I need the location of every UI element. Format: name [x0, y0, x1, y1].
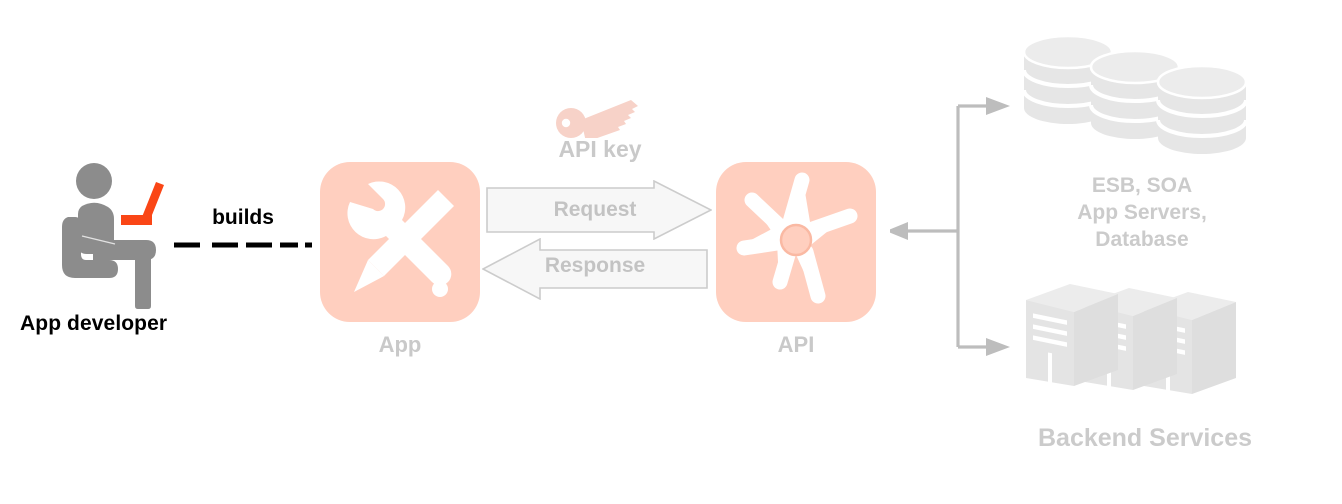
backend-systems-line-2: App Servers, — [1077, 201, 1207, 224]
wrench-and-pencil-icon — [347, 181, 454, 297]
dashed-line-icon — [174, 242, 312, 248]
database-stack-icon — [1024, 34, 1248, 156]
request-arrow — [486, 180, 712, 240]
app-tile-label: App — [378, 332, 422, 357]
arrowhead-bottom-right-icon — [986, 338, 1010, 356]
backend-branching-connectors — [890, 97, 1010, 356]
response-arrow — [482, 238, 708, 300]
response-label: Response — [544, 254, 646, 277]
request-label: Request — [553, 198, 637, 221]
arrowhead-left-icon — [890, 222, 908, 240]
api-tile-label: API — [777, 332, 815, 357]
backend-systems-line-1: ESB, SOA — [1091, 174, 1193, 197]
app-developer-group: App developer — [20, 160, 220, 360]
builds-connector: builds — [168, 206, 318, 258]
api-key-group: API key — [500, 96, 700, 166]
api-star-burst-icon — [736, 172, 858, 304]
backend-services-label: Backend Services — [1037, 424, 1253, 452]
server-rack-icon — [1026, 284, 1236, 394]
backend-systems-line-3: Database — [1095, 228, 1189, 251]
api-tile[interactable] — [716, 162, 876, 322]
app-tile[interactable] — [320, 162, 480, 322]
arrowhead-top-right-icon — [986, 97, 1010, 115]
seated-developer-with-laptop-icon — [62, 163, 164, 309]
api-key-label: API key — [558, 136, 642, 162]
builds-label: builds — [212, 206, 274, 229]
app-developer-label: App developer — [20, 312, 168, 335]
backend-systems-label: ESB, SOA App Servers, Database — [1000, 172, 1284, 253]
key-icon — [556, 100, 638, 138]
